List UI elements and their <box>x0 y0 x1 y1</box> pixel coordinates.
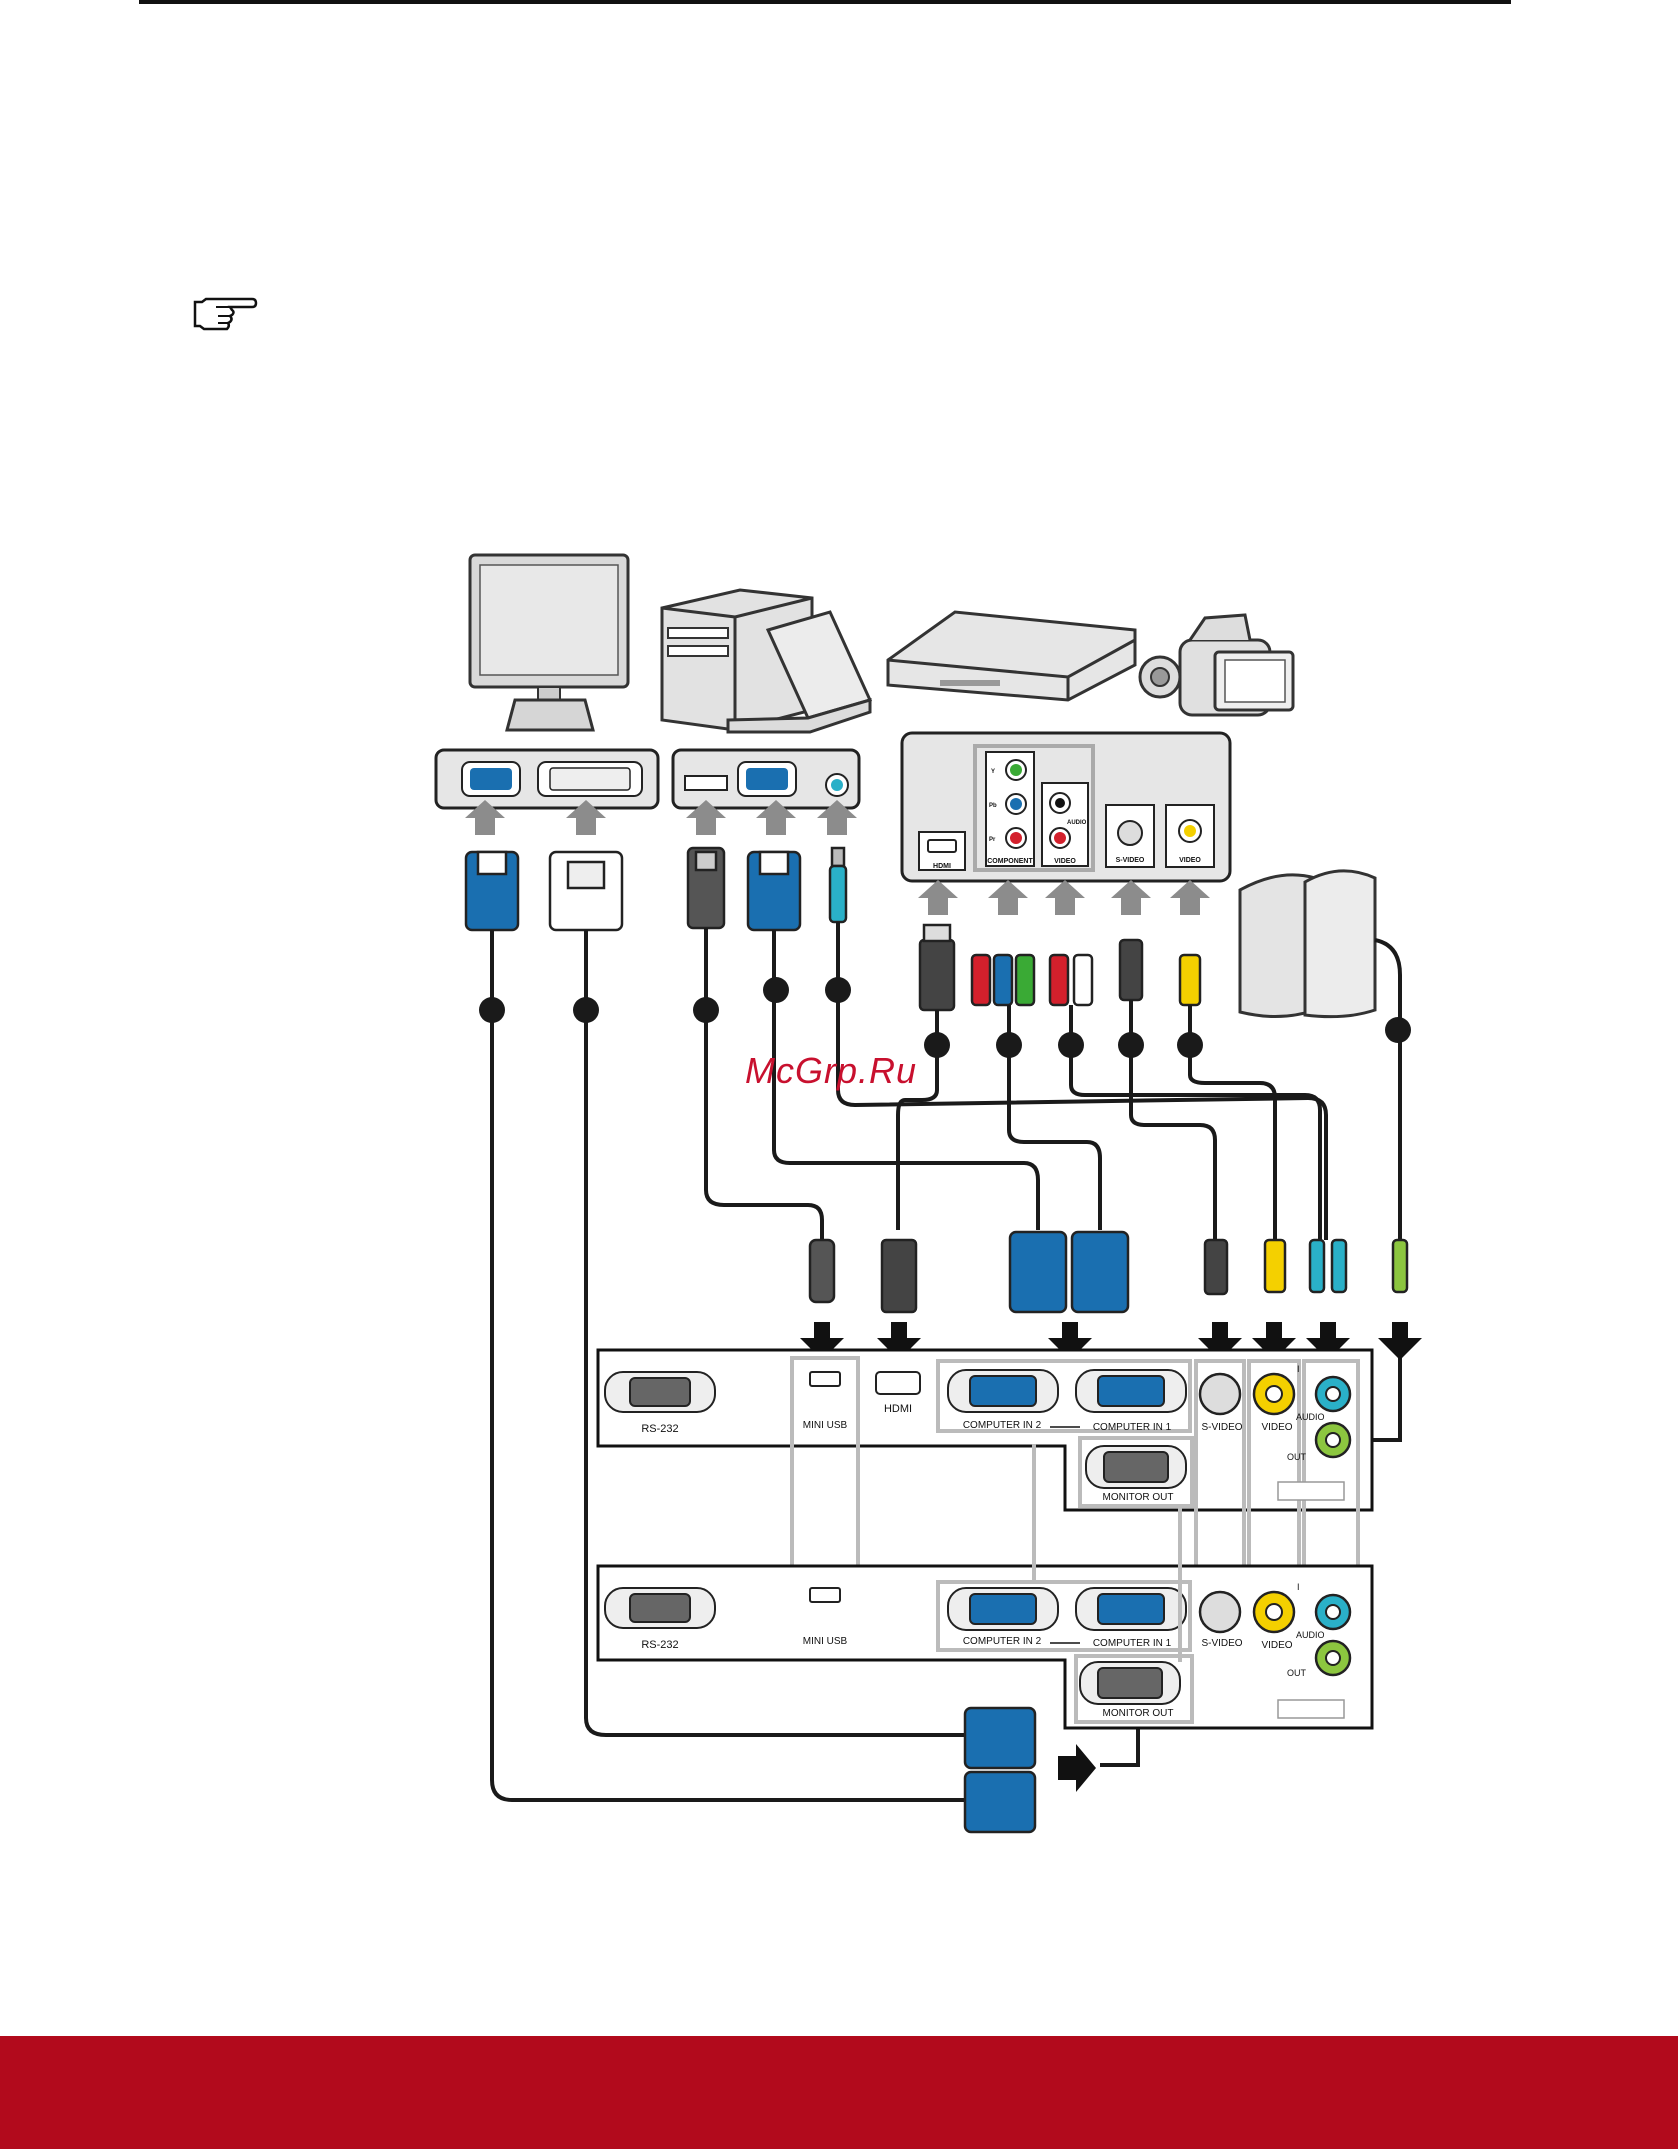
monitor-out-label-bottom: MONITOR OUT <box>1103 1708 1174 1719</box>
in-mark-top: I <box>1297 1364 1300 1374</box>
audio-label-top: AUDIO <box>1296 1412 1325 1422</box>
component-label: COMPONENT <box>987 858 1033 865</box>
video-label-top: VIDEO <box>1261 1422 1292 1433</box>
audio-source-label: AUDIO <box>1067 820 1087 826</box>
dvd-player-icon <box>888 612 1135 700</box>
video-a-label: VIDEO <box>1054 858 1076 865</box>
out-label-bottom: OUT <box>1287 1668 1307 1678</box>
computer-in-2-label-bottom: COMPUTER IN 2 <box>963 1636 1042 1647</box>
s-video-label-bottom: S-VIDEO <box>1201 1638 1242 1649</box>
y-label: Y <box>991 769 995 775</box>
out-label-top: OUT <box>1287 1452 1307 1462</box>
mini-usb-label-top: MINI USB <box>803 1420 848 1431</box>
rs232-label-bottom: RS-232 <box>641 1639 678 1651</box>
watermark: McGrp.Ru <box>745 1050 917 1092</box>
computer-in-2-label-top: COMPUTER IN 2 <box>963 1420 1042 1431</box>
computer-in-1-label-bottom: COMPUTER IN 1 <box>1093 1638 1172 1649</box>
projector-panel-bottom: RS-232 MINI USB COMPUTER IN 2 COMPUTER I… <box>598 1566 1372 1728</box>
footer-band <box>0 2036 1678 2149</box>
pb-label: Pb <box>989 803 997 809</box>
camcorder-icon <box>1140 615 1293 715</box>
video-b-label: VIDEO <box>1179 857 1201 864</box>
svideo-source-label: S-VIDEO <box>1116 857 1145 864</box>
video-label-bottom: VIDEO <box>1261 1640 1292 1651</box>
rs232-label-top: RS-232 <box>641 1423 678 1435</box>
monitor-icon <box>470 555 628 730</box>
in-mark-bottom: I <box>1297 1582 1300 1592</box>
audio-label-bottom: AUDIO <box>1296 1630 1325 1640</box>
computer-in-1-label-top: COMPUTER IN 1 <box>1093 1422 1172 1433</box>
monitor-port-panel <box>436 750 658 808</box>
hdmi-source-label: HDMI <box>933 863 951 870</box>
s-video-label-top: S-VIDEO <box>1201 1422 1242 1433</box>
computer-port-panel <box>673 750 859 808</box>
speakers-icon <box>1240 871 1375 1017</box>
monitor-out-label-top: MONITOR OUT <box>1103 1492 1174 1503</box>
pr-label: Pr <box>989 837 996 843</box>
mini-usb-label-bottom: MINI USB <box>803 1636 848 1647</box>
hdmi-label-top: HDMI <box>884 1403 912 1415</box>
av-source-port-panel: HDMI Y Pb Pr COMPONENT AUDIO VIDEO S-VID… <box>902 733 1230 881</box>
